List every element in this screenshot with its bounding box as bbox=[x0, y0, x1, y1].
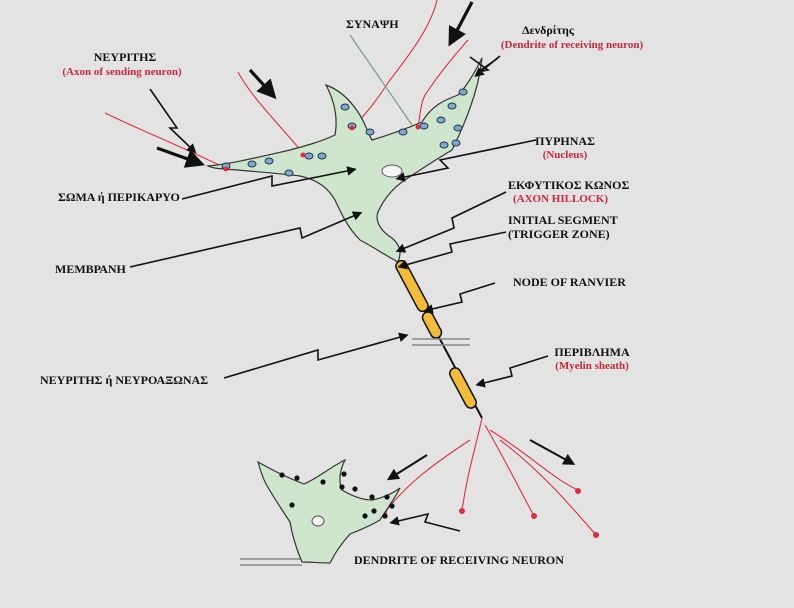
leader-dendrite-receiving bbox=[389, 512, 461, 532]
break-marks bbox=[240, 338, 470, 566]
leader-neurite bbox=[223, 332, 409, 379]
label-dendrite-en: (Dendrite of receiving neuron) bbox=[501, 39, 644, 51]
leader-dendrite-arrow bbox=[474, 55, 501, 78]
label-node-ranvier: NODE OF RANVIER bbox=[513, 275, 626, 289]
label-sheath-en: (Myelin sheath) bbox=[555, 360, 629, 372]
signal-direction-arrows bbox=[156, 1, 576, 481]
label-dendrite-receiving: DENDRITE OF RECEIVING NEURON bbox=[354, 553, 564, 567]
label-initial-segment: INITIAL SEGMENT bbox=[508, 213, 618, 227]
axon-terminals bbox=[381, 417, 599, 538]
receiving-nucleus bbox=[311, 515, 325, 527]
label-soma: ΣΩΜΑ ή ΠΕΡΙΚΑΡΥΟ bbox=[58, 190, 180, 204]
label-hillock-gr: ΕΚΦΥΤΙΚΟΣ ΚΩΝΟΣ bbox=[508, 178, 629, 192]
label-axon-gr: ΝΕΥΡΙΤΗΣ bbox=[94, 50, 157, 64]
label-nucleus-gr: ΠΥΡΗΝΑΣ bbox=[535, 134, 595, 148]
label-trigger-zone: (TRIGGER ZONE) bbox=[508, 227, 610, 241]
label-synapse: ΣΥΝΑΨΗ bbox=[346, 17, 399, 31]
leader-nucleus bbox=[395, 139, 537, 182]
label-dendrite-gr: Δενδρίτης bbox=[522, 23, 575, 37]
label-sheath-gr: ΠΕΡΙΒΛΗΜΑ bbox=[554, 345, 630, 359]
leader-axon bbox=[149, 88, 197, 154]
neuron-soma bbox=[205, 57, 483, 263]
leader-ranvier bbox=[423, 282, 496, 314]
label-axon-en: (Axon of sending neuron) bbox=[62, 66, 182, 78]
receiving-neuron bbox=[257, 458, 401, 564]
leader-membrane bbox=[129, 211, 363, 268]
sending-axons bbox=[104, 0, 469, 169]
leader-hillock bbox=[395, 191, 507, 253]
label-nucleus-en: (Nucleus) bbox=[543, 149, 588, 161]
leader-sheath bbox=[475, 355, 549, 388]
label-neurite: ΝΕΥΡΙΤΗΣ ή ΝΕΥΡΟΑΞΩΝΑΣ bbox=[40, 373, 208, 387]
myelin-sheath bbox=[395, 259, 477, 409]
nucleus bbox=[381, 164, 403, 178]
label-membrane: ΜΕΜΒΡΑΝΗ bbox=[55, 262, 127, 276]
leader-synapse bbox=[349, 34, 413, 126]
synaptic-knobs bbox=[221, 88, 468, 177]
receiving-knobs bbox=[279, 471, 395, 519]
leader-lines bbox=[129, 56, 549, 532]
leader-initial-segment bbox=[397, 231, 507, 270]
label-hillock-en: (AXON HILLOCK) bbox=[513, 193, 608, 205]
leader-soma bbox=[181, 166, 357, 200]
